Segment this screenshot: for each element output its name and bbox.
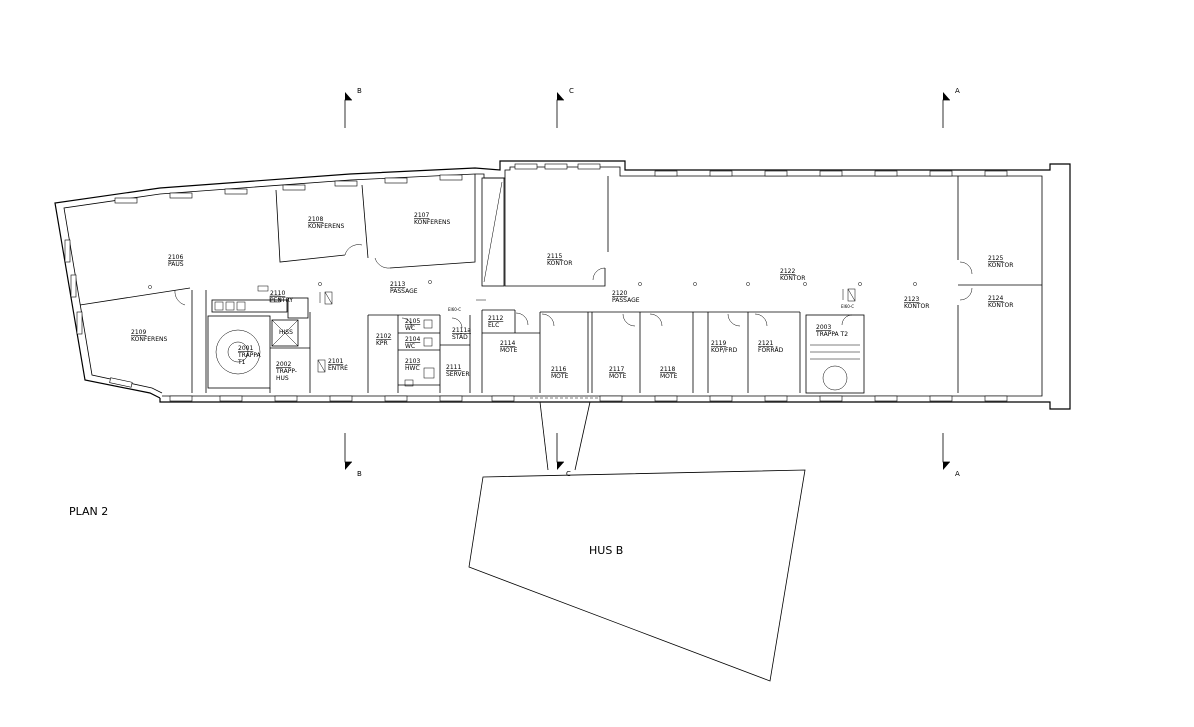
room-labels: 2106 PAUS 2108 KONFERENS 2107 KONFERENS … bbox=[131, 212, 1013, 382]
room-label-2115: KONTOR bbox=[547, 260, 572, 267]
room-label-2111: SERVER bbox=[446, 371, 470, 378]
room-label2-2001: T1 bbox=[237, 359, 246, 366]
room-number-2103: 2103 bbox=[405, 358, 420, 365]
room-number-2113: 2113 bbox=[390, 281, 405, 288]
room-number-2102: 2102 bbox=[376, 333, 391, 340]
section-mark-b-top bbox=[344, 92, 352, 128]
room-label-2116: MÖTE bbox=[551, 373, 569, 380]
windows bbox=[64, 163, 1008, 402]
plan-title: PLAN 2 bbox=[69, 505, 108, 518]
room-number-2121: 2121 bbox=[758, 340, 773, 347]
room-number-2112: 2112 bbox=[488, 315, 503, 322]
room-number-2124: 2124 bbox=[988, 295, 1003, 302]
room-label-2118: MÖTE bbox=[660, 373, 678, 380]
room-number-2001: 2001 bbox=[238, 345, 253, 352]
room-label-2104: WC bbox=[405, 343, 415, 350]
columns bbox=[148, 280, 917, 289]
room-number-2105: 2105 bbox=[405, 318, 420, 325]
room-number-2123: 2123 bbox=[904, 296, 919, 303]
door-swings bbox=[174, 244, 973, 329]
room-label-2120: PASSAGE bbox=[612, 297, 640, 304]
room-label-2105: WC bbox=[405, 325, 415, 332]
room-number-2118: 2118 bbox=[660, 366, 675, 373]
section-mark-a-bottom bbox=[942, 433, 950, 470]
section-markers bbox=[344, 92, 950, 470]
room-label-2112: ELC bbox=[488, 322, 499, 329]
section-label-c-bottom: C bbox=[566, 470, 571, 478]
door-rating-right: EI60-C bbox=[841, 304, 854, 309]
hus-b-label: HUS B bbox=[589, 544, 623, 557]
room-label-2001: TRAPPA bbox=[237, 352, 262, 359]
room-number-2116: 2116 bbox=[551, 366, 566, 373]
room-label-2121: FÖRRÅD bbox=[758, 347, 784, 354]
room-number-2120: 2120 bbox=[612, 290, 627, 297]
room-number-2125: 2125 bbox=[988, 255, 1003, 262]
room-label-2124: KONTOR bbox=[988, 302, 1013, 309]
room-number-2117: 2117 bbox=[609, 366, 624, 373]
room-number-2114: 2114 bbox=[500, 340, 515, 347]
room-label-2106: PAUS bbox=[168, 261, 184, 268]
room-label-2122: KONTOR bbox=[780, 275, 805, 282]
room-number-2109: 2109 bbox=[131, 329, 146, 336]
room-number-2107: 2107 bbox=[414, 212, 429, 219]
section-mark-c-top bbox=[556, 92, 564, 128]
hiss-label: HISS bbox=[279, 329, 293, 336]
room-number-2108: 2108 bbox=[308, 216, 323, 223]
door-rating-left: EI60-C bbox=[448, 307, 461, 312]
room-label-2107: KONFERENS bbox=[414, 219, 451, 226]
interior-walls bbox=[79, 174, 1042, 394]
room-label-2002: TRAPP- bbox=[275, 368, 297, 375]
hus-b-building bbox=[468, 469, 806, 682]
section-label-a-top: A bbox=[955, 87, 960, 95]
room-label-2109: KONFERENS bbox=[131, 336, 168, 343]
room-number-2101: 2101 bbox=[328, 358, 343, 365]
room-number-2122: 2122 bbox=[780, 268, 795, 275]
room-label-2111a: STÄD bbox=[452, 334, 468, 341]
room-number-2119: 2119 bbox=[711, 340, 726, 347]
section-mark-a-top bbox=[942, 92, 950, 128]
section-label-b-bottom: B bbox=[357, 470, 362, 478]
room-label-2114: MÖTE bbox=[500, 347, 518, 354]
building-outline bbox=[54, 160, 1071, 471]
room-number-2002: 2002 bbox=[276, 361, 291, 368]
room-number-2115: 2115 bbox=[547, 253, 562, 260]
room-label-2117: MÖTE bbox=[609, 373, 627, 380]
section-label-c-top: C bbox=[569, 87, 574, 95]
room-label2-2002: HUS bbox=[276, 375, 289, 382]
room-label-2119: KOP/FRD bbox=[711, 347, 738, 354]
room-label-2108: KONFERENS bbox=[308, 223, 345, 230]
room-label-2102: KPR bbox=[376, 340, 388, 347]
room-label-2003: TRAPPA T2 bbox=[815, 331, 848, 338]
room-number-2111a: 2111a bbox=[452, 327, 471, 334]
room-label-2110: PENTRY bbox=[270, 297, 293, 304]
room-label-2103: HWC bbox=[405, 365, 420, 372]
room-number-2110: 2110 bbox=[270, 290, 285, 297]
room-number-2104: 2104 bbox=[405, 336, 420, 343]
section-mark-c-bottom bbox=[556, 433, 564, 470]
stair-arrows bbox=[317, 288, 856, 399]
room-label-2101: ENTRÉ bbox=[328, 364, 348, 372]
room-label-2125: KONTOR bbox=[988, 262, 1013, 269]
section-label-a-bottom: A bbox=[955, 470, 960, 478]
room-number-2003: 2003 bbox=[816, 324, 831, 331]
section-label-b-top: B bbox=[357, 87, 362, 95]
room-number-2111: 2111 bbox=[446, 364, 461, 371]
room-number-2106: 2106 bbox=[168, 254, 183, 261]
section-mark-b-bottom bbox=[344, 433, 352, 470]
room-label-2123: KONTOR bbox=[904, 303, 929, 310]
room-label-2113: PASSAGE bbox=[390, 288, 418, 295]
